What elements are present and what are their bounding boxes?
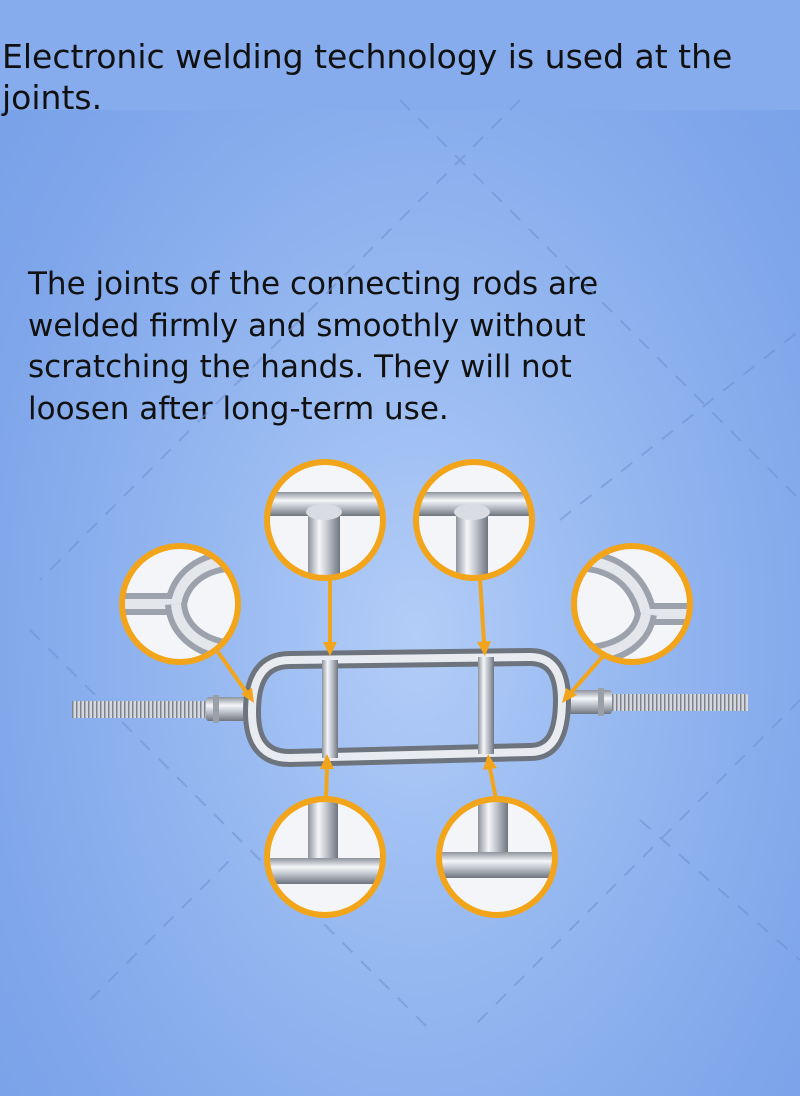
callout-joint-top-inner-right [413, 459, 535, 581]
callout-joint-bottom-left [264, 796, 386, 918]
bar-left-sleeve [72, 695, 254, 723]
callout-joint-top-right [571, 543, 693, 665]
header-band [0, 0, 800, 110]
bar-right-sleeve [560, 688, 748, 716]
description-text: The joints of the connecting rods are we… [28, 266, 599, 427]
headline: Electronic welding technology is used at… [2, 37, 733, 117]
callout-joint-top-left [119, 543, 241, 665]
callout-joint-bottom-right [436, 796, 558, 918]
callout-joint-top-inner-left [264, 459, 386, 581]
bar-frame [242, 647, 572, 768]
background-dashed-lines [29, 99, 800, 1031]
callout-arrows [216, 577, 606, 800]
